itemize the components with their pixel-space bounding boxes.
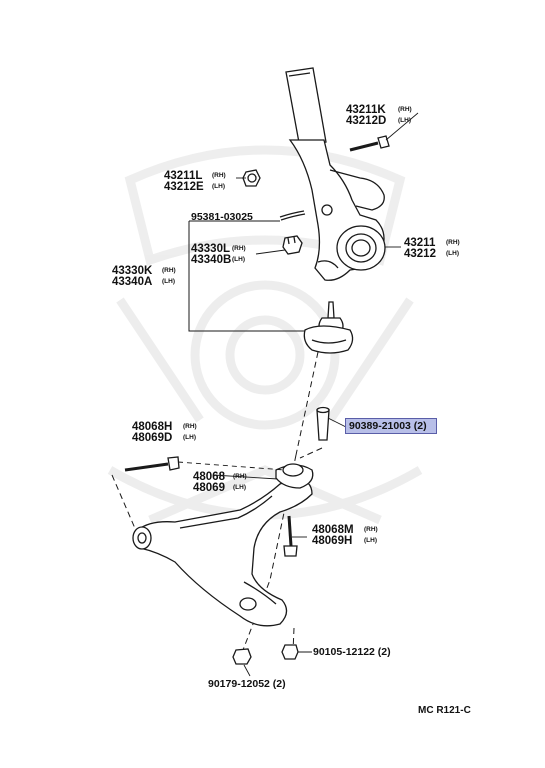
label-43330k: 43330K bbox=[112, 265, 153, 277]
linework bbox=[111, 67, 419, 677]
label-43212e: 43212E bbox=[164, 181, 204, 193]
label-48068h-side: (RH) bbox=[183, 423, 197, 430]
label-43340a: 43340A bbox=[112, 276, 153, 288]
figure-code: MC R121-C bbox=[418, 705, 471, 716]
label-43212d: 43212D bbox=[346, 115, 387, 127]
highlight-90389-21003[interactable] bbox=[345, 418, 437, 434]
bolt-48068m bbox=[283, 515, 298, 557]
strut-tube bbox=[285, 67, 327, 149]
label-48068m-side: (RH) bbox=[364, 526, 378, 533]
label-43330l-side: (RH) bbox=[232, 245, 246, 252]
label-43212d-side: (LH) bbox=[398, 117, 411, 124]
label-90389-21003[interactable]: 90389-21003 (2) bbox=[349, 420, 427, 432]
cotter-pin bbox=[279, 210, 306, 221]
castle-nut bbox=[282, 235, 303, 255]
label-48068h: 48068H bbox=[132, 421, 173, 433]
ball-joint bbox=[303, 301, 354, 354]
arm-connectors bbox=[177, 461, 286, 471]
label-43340b: 43340B bbox=[191, 254, 232, 266]
label-48068-side: (RH) bbox=[233, 473, 247, 480]
label-48068: 48068 bbox=[193, 471, 225, 483]
label-48068m: 48068M bbox=[312, 524, 354, 536]
label-48069d: 48069D bbox=[132, 432, 173, 444]
label-48069h-side: (LH) bbox=[364, 537, 377, 544]
label-43211l-side: (RH) bbox=[212, 172, 226, 179]
label-43211-side: (RH) bbox=[446, 239, 460, 246]
label-43340b-side: (LH) bbox=[232, 256, 245, 263]
label-90179-12052: 90179-12052 (2) bbox=[208, 678, 286, 690]
lower-control-arm bbox=[132, 463, 314, 627]
label-43340a-side: (LH) bbox=[162, 278, 175, 285]
label-48069-side: (LH) bbox=[233, 484, 246, 491]
label-43211k: 43211K bbox=[346, 104, 386, 116]
bolt-48068h bbox=[124, 456, 180, 472]
steering-knuckle bbox=[288, 139, 386, 281]
label-43211: 43211 bbox=[404, 237, 436, 249]
group-bracket bbox=[188, 220, 305, 332]
label-48069h: 48069H bbox=[312, 535, 353, 547]
label-43330k-side: (RH) bbox=[162, 267, 176, 274]
bolt-43211k bbox=[349, 135, 390, 152]
nut-90179 bbox=[232, 648, 252, 665]
label-95381-03025: 95381-03025 bbox=[191, 211, 253, 223]
label-90105-12122: 90105-12122 (2) bbox=[313, 646, 391, 658]
label-43212e-side: (LH) bbox=[212, 183, 225, 190]
nut-90105 bbox=[281, 644, 299, 660]
label-43212-side: (LH) bbox=[446, 250, 459, 257]
label-48069d-side: (LH) bbox=[183, 434, 196, 441]
label-43211l: 43211L bbox=[164, 170, 203, 182]
label-43330l: 43330L bbox=[191, 243, 231, 255]
label-43211k-side: (RH) bbox=[398, 106, 412, 113]
label-48069: 48069 bbox=[193, 482, 225, 494]
bushing-collar bbox=[316, 406, 330, 441]
label-43212: 43212 bbox=[404, 248, 436, 260]
